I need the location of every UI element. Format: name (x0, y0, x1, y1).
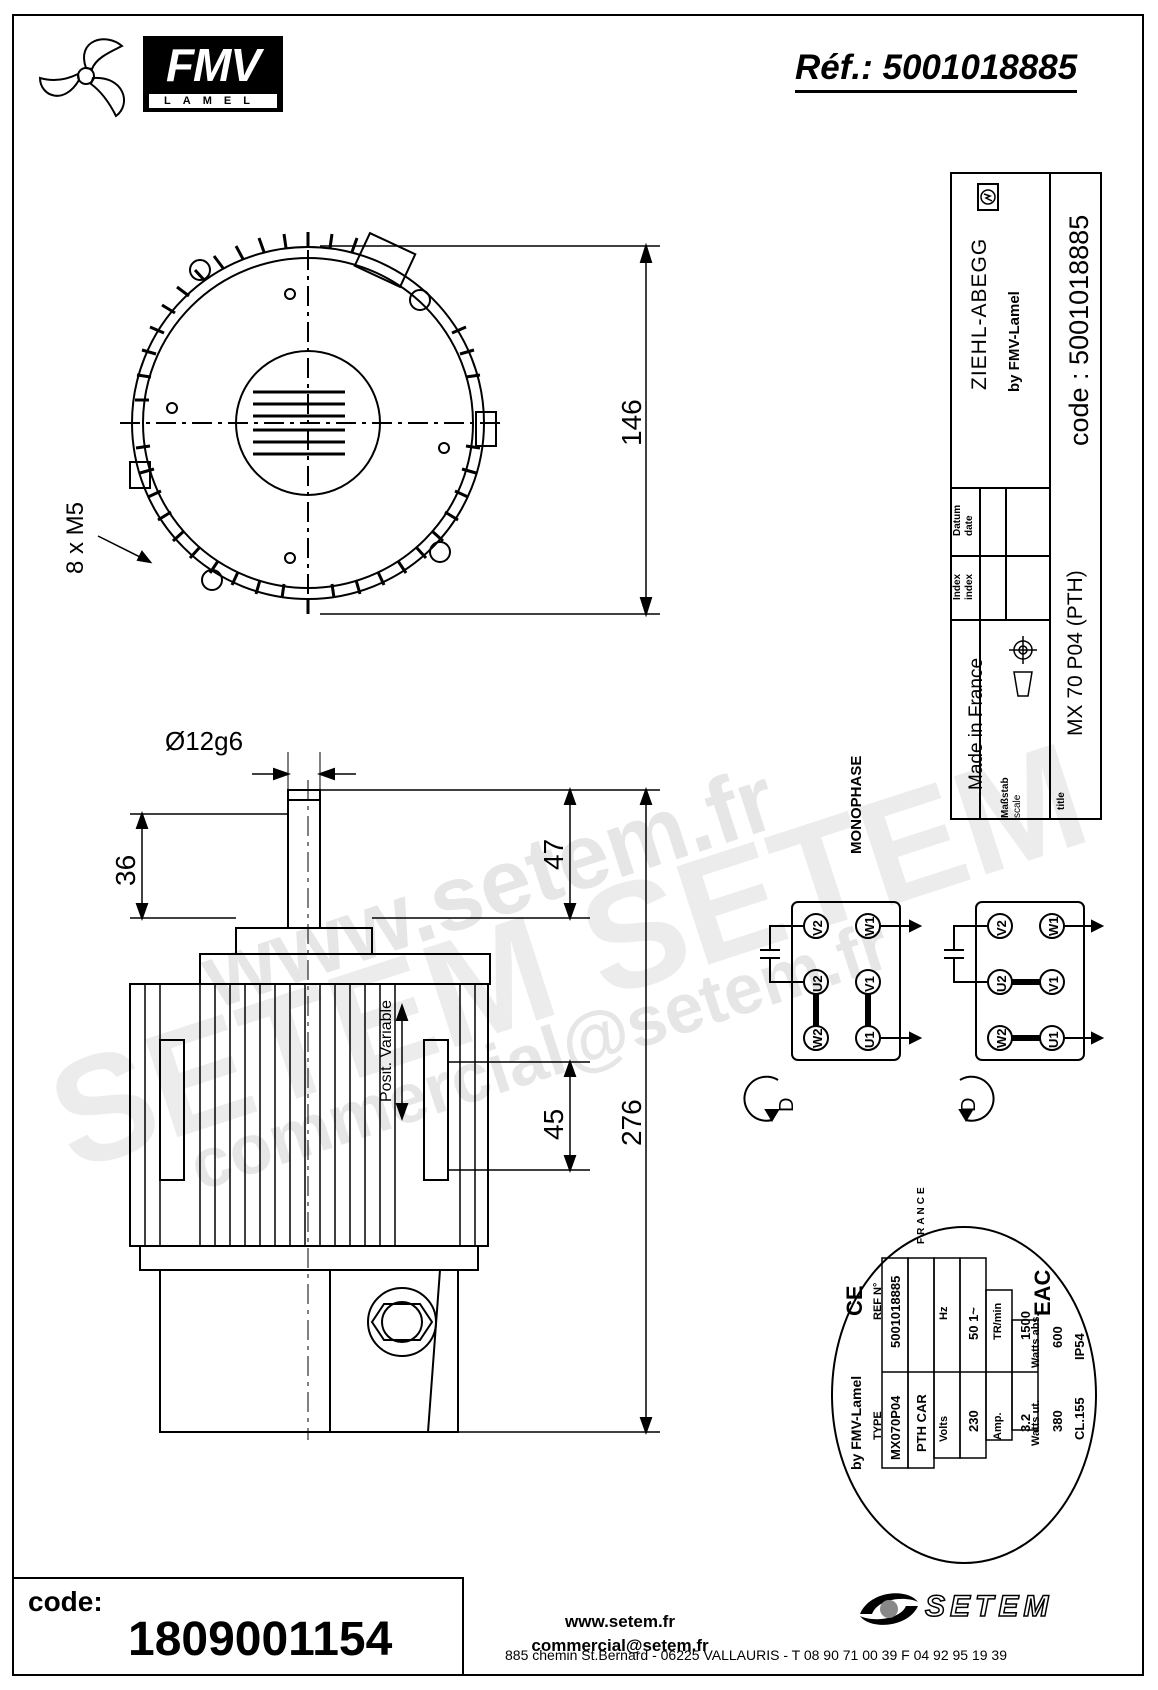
code-label: code: (28, 1586, 103, 1617)
dimension-47: 47 (538, 838, 569, 870)
terminal-u1-a: U1 (862, 1031, 877, 1048)
terminal-w2-a: W2 (810, 1028, 825, 1049)
model-title: MX 70 P04 (PTH) (1064, 570, 1087, 736)
volts-value: 230 (966, 1410, 981, 1432)
fmv-lamel-logo: FMV LAMEL (143, 36, 283, 112)
code-box (12, 1577, 464, 1676)
ce-mark: CE (842, 1285, 867, 1316)
amp-label: Amp. (992, 1412, 1004, 1441)
titleblock-code: code : 5001018885 (1064, 214, 1094, 446)
rotation-label-a: D (776, 1097, 798, 1112)
country-vertical: FRANCE (916, 1184, 927, 1244)
terminal-v1-b: V1 (1046, 976, 1061, 992)
email-link[interactable]: commercial@setem.fr (531, 1636, 709, 1655)
watts-ut-value: 380 (1050, 1410, 1065, 1432)
brand-name: ZIEHL-ABEGG (968, 237, 991, 390)
dimension-36: 36 (110, 854, 141, 886)
scale-label: scale (1012, 794, 1023, 818)
hz-label: Hz (938, 1306, 950, 1320)
posit-variable-label: Posit. Variable (378, 1000, 395, 1102)
made-in-label: Made in France (966, 657, 987, 790)
hz-value: 50 1~ (966, 1307, 981, 1340)
setem-logo-text: SETEM (924, 1589, 1054, 1624)
logo-sub-text: LAMEL (149, 94, 277, 108)
terminal-v2-a: V2 (810, 920, 825, 936)
terminal-u2-a: U2 (810, 975, 825, 992)
terminal-w1-b: W1 (1046, 916, 1061, 937)
terminal-w2-b: W2 (994, 1028, 1009, 1049)
drawing-border (12, 14, 1144, 1676)
index-en-label: index (964, 573, 975, 600)
logo-main-text: FMV (165, 39, 261, 91)
watts-abs-label: Watts abs. (1030, 1313, 1042, 1368)
watts-ut-label: Watts ut. (1030, 1399, 1042, 1446)
setem-logo-icon (860, 1593, 918, 1625)
title-block (950, 172, 1102, 820)
dimension-146: 146 (616, 399, 647, 446)
ref-value: 5001018885 (888, 1275, 903, 1348)
datum-label: Datum (952, 504, 963, 536)
projection-symbol-icon (1009, 636, 1037, 697)
trmin-label: TR/min (992, 1302, 1004, 1340)
volts-label: Volts (938, 1415, 950, 1442)
footer-address: 885 chemin St.Bernard - 06225 VALLAURIS … (505, 1647, 1007, 1663)
fan-logo-icon (38, 38, 126, 118)
terminal-v2-b: V2 (994, 920, 1009, 936)
index-de-label: Index (952, 573, 963, 600)
type-label: TYPE (872, 1411, 884, 1440)
bolt-label: 8 x M5 (62, 501, 89, 574)
brand-by: by FMV-Lamel (1006, 291, 1023, 392)
date-label: date (964, 515, 975, 536)
dimension-45: 45 (538, 1108, 569, 1140)
shaft-diameter-label: Ø12g6 (165, 726, 244, 756)
phase-label: MONOPHASE (848, 755, 865, 854)
nameplate-by: by FMV-Lamel (848, 1375, 864, 1470)
massstab-label: Maßstab (1000, 777, 1011, 818)
ref-label: REF N° (872, 1282, 884, 1320)
terminal-u1-b: U1 (1046, 1031, 1061, 1048)
dimension-276: 276 (616, 1099, 647, 1146)
terminal-u2-b: U2 (994, 975, 1009, 992)
model-code: PTH CAR (914, 1394, 929, 1452)
insulation-class: CL.155 (1072, 1397, 1087, 1440)
website-link[interactable]: www.setem.fr (565, 1612, 675, 1631)
footer-contact: www.setem.fr commercial@setem.fr (470, 1610, 770, 1658)
code-value: 1809001154 (128, 1613, 393, 1666)
watts-abs-value: 600 (1050, 1326, 1065, 1348)
title-label: title (1056, 792, 1067, 810)
ip-rating: IP54 (1072, 1333, 1087, 1360)
reference-number: Réf.: 5001018885 (795, 48, 1078, 93)
terminal-v1-a: V1 (862, 976, 877, 992)
rotation-label-b: D (958, 1097, 980, 1112)
eac-mark: EAC (1030, 1269, 1055, 1316)
terminal-w1-a: W1 (862, 916, 877, 937)
type-value: MX070P04 (888, 1395, 903, 1460)
ziehl-abegg-logo-icon (980, 189, 996, 205)
